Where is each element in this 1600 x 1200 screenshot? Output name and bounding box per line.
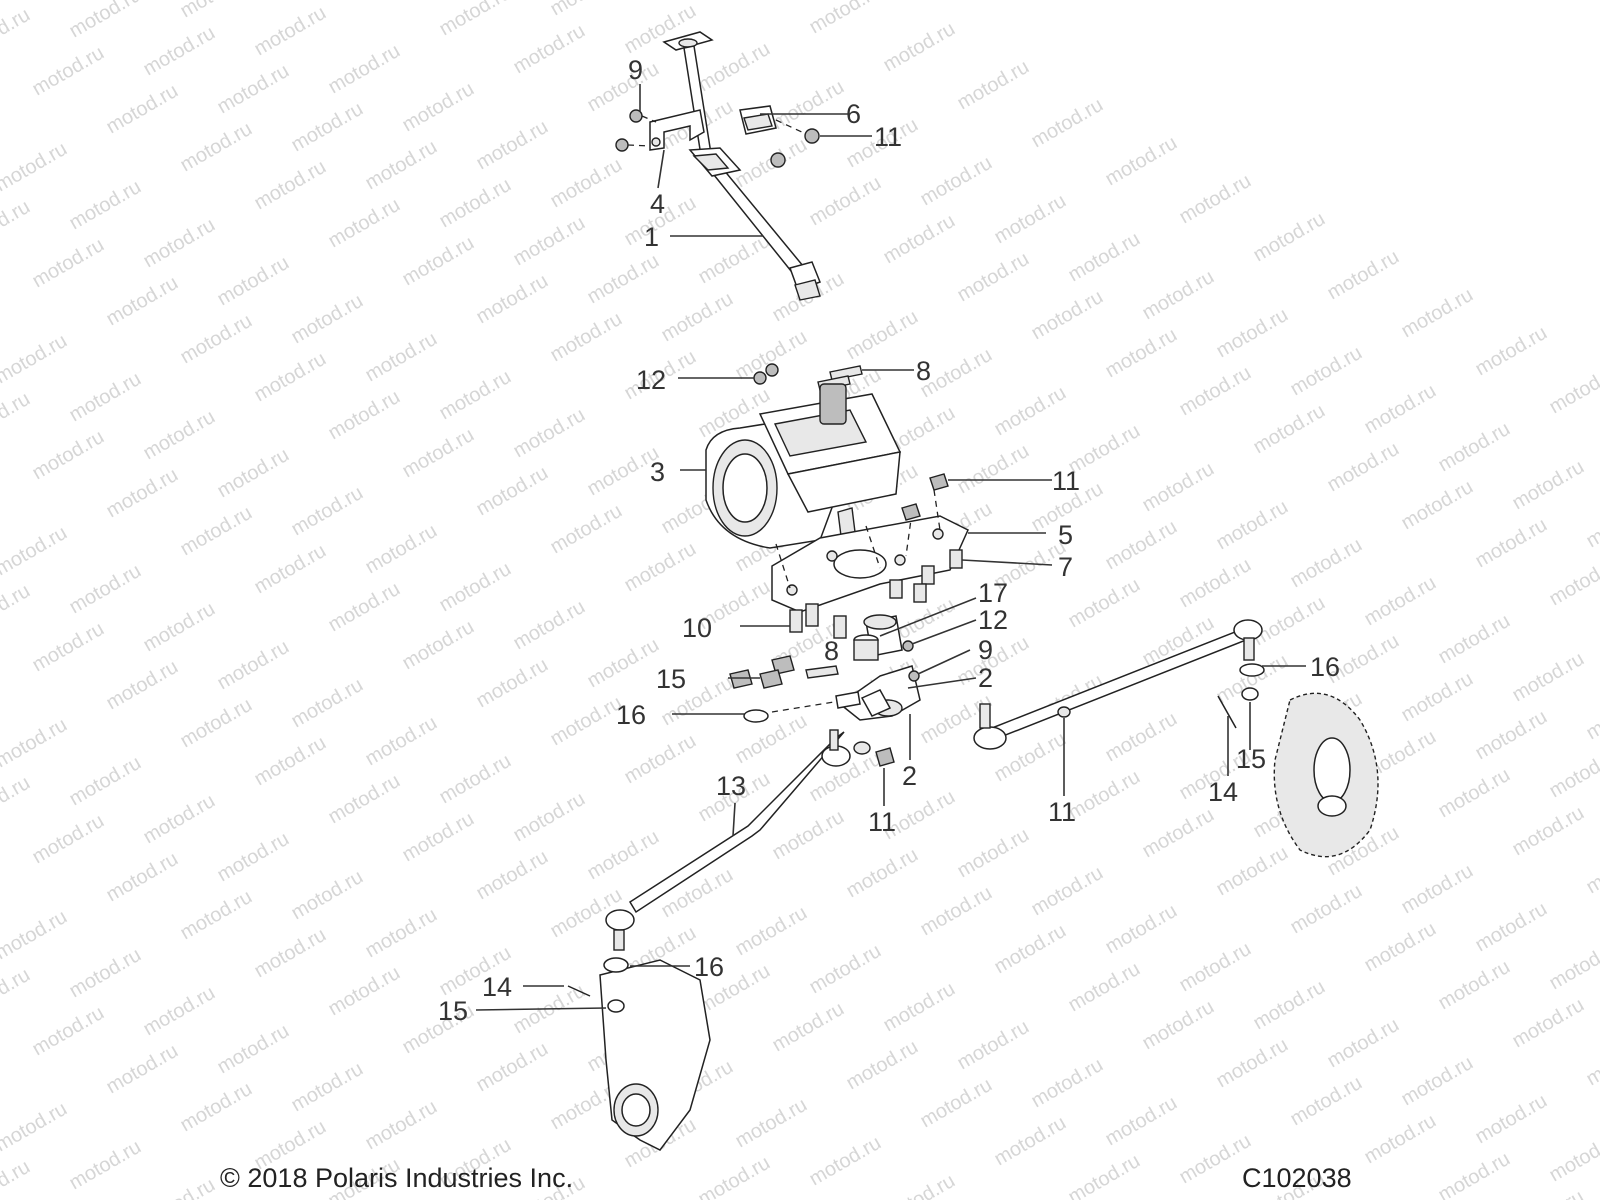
alignment-lines bbox=[775, 489, 941, 589]
plate-nuts bbox=[901, 473, 949, 521]
callout-4: 4 bbox=[650, 189, 665, 219]
figure-code: C102038 bbox=[1242, 1163, 1352, 1193]
tie-rod-left-part-13 bbox=[605, 729, 851, 951]
steering-knuckle-left bbox=[567, 957, 711, 1151]
mounting-bolts bbox=[789, 549, 963, 639]
column-bracket-part-4 bbox=[649, 109, 742, 177]
steering-gear-box-part-3 bbox=[705, 383, 902, 549]
callout-2-upper: 2 bbox=[978, 663, 993, 693]
copyright-notice: © 2018 Polaris Industries Inc. bbox=[220, 1163, 574, 1193]
callout-1: 1 bbox=[644, 222, 659, 252]
callout-8-lower: 8 bbox=[824, 636, 839, 666]
callout-13: 13 bbox=[716, 771, 746, 801]
bushing-part-17 bbox=[853, 634, 879, 661]
mounting-plate-part-5 bbox=[771, 515, 969, 613]
column-clamp-part-6 bbox=[739, 105, 777, 135]
steering-column-part-1 bbox=[662, 31, 821, 301]
callout-11-pitman: 11 bbox=[868, 807, 896, 837]
callout-15-left: 15 bbox=[438, 996, 468, 1026]
callout-6: 6 bbox=[846, 99, 861, 129]
pitman-fasteners bbox=[729, 640, 920, 767]
callout-8-upper: 8 bbox=[916, 356, 931, 386]
callout-15-right: 15 bbox=[1236, 744, 1266, 774]
callout-9-lower: 9 bbox=[978, 635, 993, 665]
callout-15-center: 15 bbox=[656, 664, 686, 694]
callout-16-center: 16 bbox=[616, 700, 646, 730]
tie-rod-right bbox=[973, 619, 1263, 750]
callout-5: 5 bbox=[1058, 520, 1073, 550]
callout-10: 10 bbox=[682, 613, 712, 643]
column-fasteners bbox=[615, 109, 820, 168]
callout-12-lower: 12 bbox=[978, 605, 1008, 635]
callout-14-right: 14 bbox=[1208, 777, 1238, 807]
callout-16-left: 16 bbox=[694, 952, 724, 982]
leader-lines bbox=[475, 84, 1306, 1011]
callout-9-upper: 9 bbox=[628, 55, 643, 85]
callout-labels: 9 6 11 4 1 12 8 3 11 5 7 17 10 12 8 9 15… bbox=[438, 55, 1340, 1026]
callout-11-tierod: 11 bbox=[1048, 797, 1076, 827]
callout-11-gearbox: 11 bbox=[1052, 466, 1080, 496]
callout-14-left: 14 bbox=[482, 972, 512, 1002]
steering-knuckle-right bbox=[1217, 663, 1379, 858]
callout-12-upper: 12 bbox=[636, 365, 666, 395]
callout-2-lower: 2 bbox=[902, 761, 917, 791]
callout-7: 7 bbox=[1058, 552, 1073, 582]
callout-3: 3 bbox=[650, 457, 665, 487]
pitman-arm-part-2 bbox=[835, 614, 921, 721]
callout-17: 17 bbox=[978, 578, 1008, 608]
callout-16-right: 16 bbox=[1310, 652, 1340, 682]
callout-11-column: 11 bbox=[874, 122, 902, 152]
